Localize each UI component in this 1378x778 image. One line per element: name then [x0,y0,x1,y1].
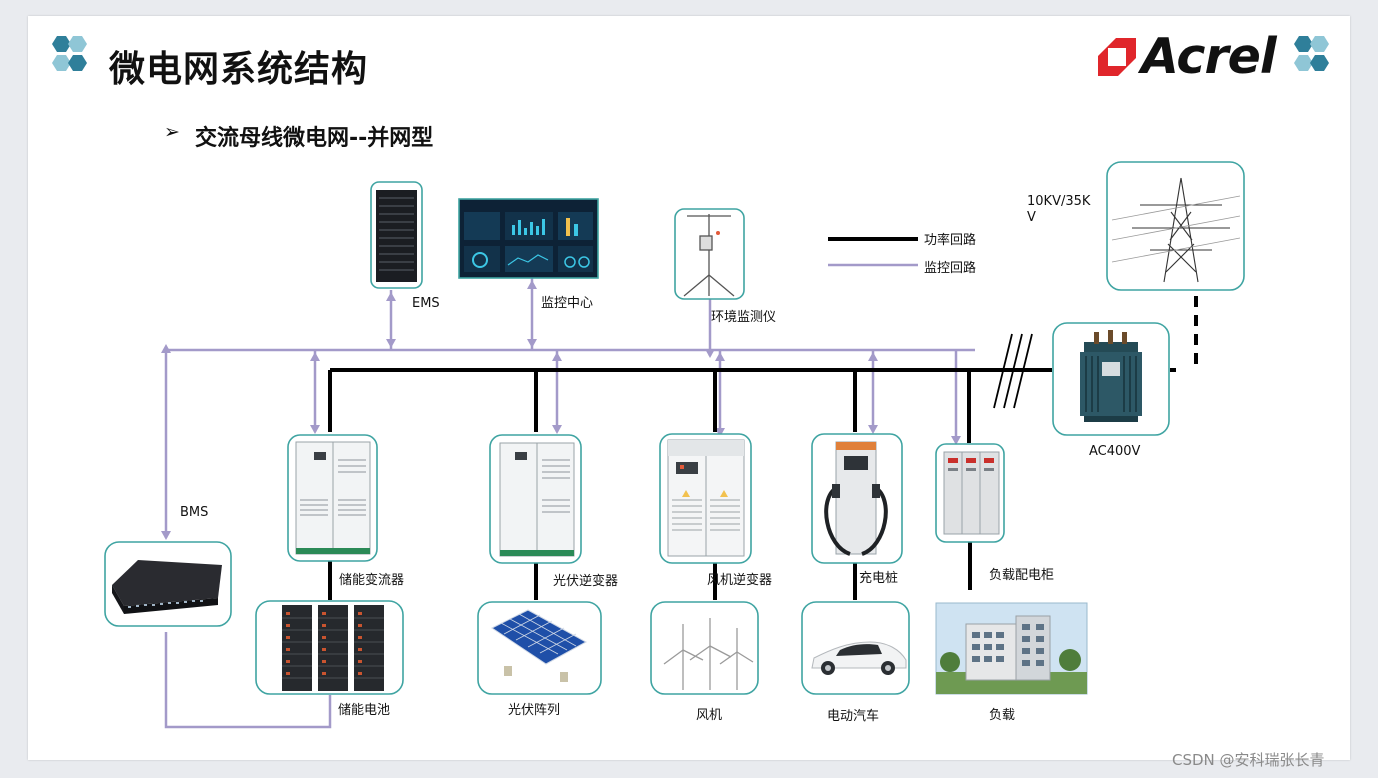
acrel-logo-mark-icon [1098,38,1136,76]
ev-label: 电动汽车 [827,709,880,724]
page-subtitle: 交流母线微电网--并网型 [195,126,434,151]
three-phase-marks [993,333,1033,409]
pv-inverter-label: 光伏逆变器 [553,574,619,589]
hexagon-logo-icon [52,36,87,71]
bms-unit-icon [112,560,222,614]
pv-array-label: 光伏阵列 [508,703,561,718]
legend-power-label: 功率回路 [924,233,977,248]
pcs-cabinet-icon [295,441,371,555]
building-icon [936,615,1087,694]
electric-car-icon [811,641,907,675]
pv-inverter-cabinet-icon [499,442,575,557]
power-bus [328,368,1176,600]
monitor-bus [164,278,975,729]
monitor-center-label: 监控中心 [541,296,594,311]
env-monitor-label: 环境监测仪 [711,310,777,325]
load-cabinet-label: 负载配电柜 [989,568,1055,583]
brand-logo-text: Acrel [1141,28,1277,85]
weather-station-icon [683,214,735,297]
wind-turbine-label: 风机 [696,708,723,723]
battery-label: 储能电池 [338,703,391,718]
grid-tower-box [1106,161,1245,291]
monitor-arrows [161,280,961,540]
load-label: 负载 [989,708,1016,723]
transformer-icon [1080,330,1142,422]
bms-label: BMS [180,505,209,520]
legend-monitor-label: 监控回路 [924,261,977,276]
distribution-cabinet-icon [943,451,1000,535]
charger-label: 充电桩 [859,571,899,586]
transformer-label: AC400V [1089,444,1141,459]
pcs-label: 储能变流器 [339,573,405,588]
dashboard-icon [464,212,593,272]
battery-rack-icon [282,605,384,691]
hexagon-brand-icon [1294,36,1329,71]
ems-rack-icon [376,190,417,282]
subtitle-bullet-icon: ➢ [164,121,180,143]
transmission-tower-icon [1111,177,1241,283]
grid-voltage-label-cont: V [1027,210,1036,225]
grid-voltage-label: 10KV/35K [1027,194,1091,209]
wind-turbine-box [650,601,759,695]
solar-panel-icon [491,609,588,682]
ev-charger-icon [824,441,888,556]
page-title: 微电网系统结构 [109,49,369,90]
wind-turbine-icon [663,618,754,690]
ems-label: EMS [412,296,440,311]
wind-inverter-label: 风机逆变器 [707,573,773,588]
watermark: CSDN @安科瑞张长青 [1172,751,1325,769]
wind-inverter-cabinet-icon [667,439,745,557]
